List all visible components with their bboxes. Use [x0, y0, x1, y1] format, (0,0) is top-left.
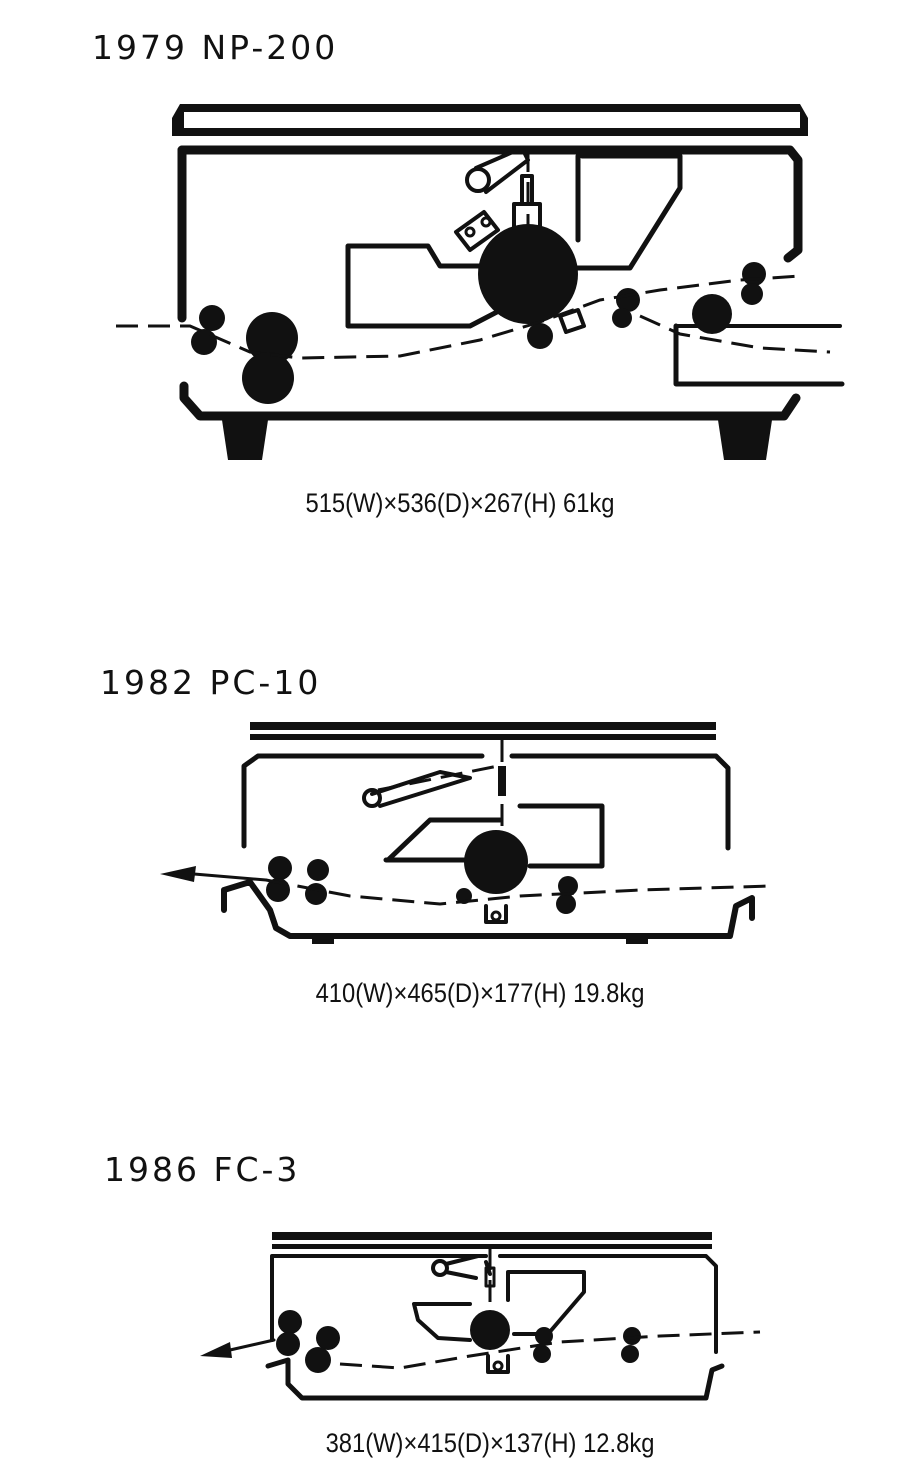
model-spec-fc3: 381(W)×415(D)×137(H) 12.8kg [325, 1428, 655, 1458]
np200-roller [246, 312, 298, 364]
pc10-lamp [362, 788, 382, 808]
np200-lamp-arm [474, 146, 530, 194]
np200-lid [172, 104, 808, 136]
fc3-exit-arrow [200, 1342, 232, 1358]
fc3-lamp [431, 1259, 449, 1277]
fc3-roller [305, 1347, 331, 1373]
np200-drum [478, 224, 578, 324]
fc3-roller [276, 1332, 300, 1356]
np200-tray [673, 323, 845, 387]
pc10-lid [250, 722, 716, 730]
pc10-roller [268, 856, 292, 880]
fc3-body [270, 1254, 718, 1354]
fc3-roller [533, 1345, 551, 1363]
np200-lamp [465, 167, 491, 193]
fc3-developer [412, 1302, 472, 1342]
fc3-cross-section-diagram [200, 1232, 761, 1401]
model-title-np200: 1979 NP-200 [92, 28, 339, 67]
model-spec-np200: 515(W)×536(D)×267(H) 61kg [305, 488, 615, 518]
fc3-optics-frame [506, 1270, 586, 1336]
pc10-roller [558, 876, 578, 896]
np200-roller [612, 308, 632, 328]
fc3-paper-path [339, 1330, 761, 1370]
np200-roller [742, 262, 766, 286]
np200-paper-path [116, 274, 801, 360]
pc10-drum [464, 830, 528, 894]
np200-roller [191, 329, 217, 355]
np200-bottom-plate [179, 381, 801, 421]
np200-optics-frame [557, 153, 683, 271]
model-title-pc10: 1982 PC-10 [100, 663, 322, 702]
pc10-developer [383, 803, 605, 869]
pc10-body [241, 753, 731, 851]
pc10-roller [307, 859, 329, 881]
np200-developer-unit [345, 243, 523, 329]
fc3-roller [278, 1310, 302, 1334]
pc10-exit-arrow [160, 866, 196, 882]
pc10-paper-path [265, 878, 771, 906]
np200-charger [454, 210, 500, 252]
fc3-base [265, 1357, 725, 1401]
np200-roller [527, 323, 553, 349]
np200-body-top [177, 145, 803, 263]
fc3-roller [623, 1327, 641, 1345]
np200-foot-right [718, 420, 772, 460]
np200-foot-left [222, 420, 268, 460]
np200-roller [741, 283, 763, 305]
fc3-roller [621, 1345, 639, 1363]
fc3-lamp-arm [444, 1254, 480, 1280]
pc10-roller [305, 883, 327, 905]
np200-roller [692, 294, 732, 334]
model-title-fc3: 1986 FC-3 [104, 1150, 301, 1189]
fc3-roller [316, 1326, 340, 1350]
pc10-base [221, 879, 755, 939]
np200-roller [242, 352, 294, 404]
fc3-drum [470, 1310, 510, 1350]
fc3-roller [535, 1327, 553, 1345]
fc3-lid [272, 1232, 712, 1240]
np200-cross-section-diagram [116, 104, 845, 460]
model-spec-pc10: 410(W)×465(D)×177(H) 19.8kg [315, 978, 645, 1008]
np200-roller [199, 305, 225, 331]
pc10-roller [556, 894, 576, 914]
pc10-cross-section-diagram [160, 722, 771, 944]
